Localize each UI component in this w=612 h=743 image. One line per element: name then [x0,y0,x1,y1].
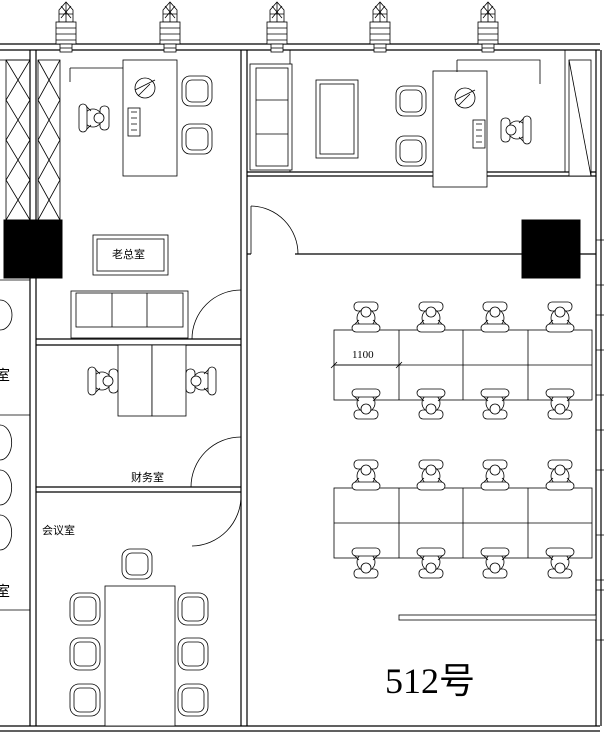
left-neighbor-fragments [0,299,13,551]
interior-walls [0,50,597,726]
boss-office [69,59,242,340]
outer-walls [0,43,604,732]
room-label-meeting-room: 会议室 [42,523,75,537]
finance-room [87,344,242,488]
dimension-label: 1100 [352,349,374,361]
unit-number: 512号 [385,661,475,701]
structural-column-left [3,219,63,279]
neighbor-room-fragment-1: 室 [0,367,10,384]
neighbor-room-fragment-2: 室 [0,583,10,600]
structural-column-right [521,219,581,279]
room-label-boss-office: 老总室 [112,247,145,261]
manager-office [249,59,592,255]
left-shelving [5,59,61,221]
dimension-line [330,361,403,369]
room-label-finance-room: 财务室 [131,470,164,484]
meeting-room [69,495,242,727]
open-work-area [330,301,593,579]
